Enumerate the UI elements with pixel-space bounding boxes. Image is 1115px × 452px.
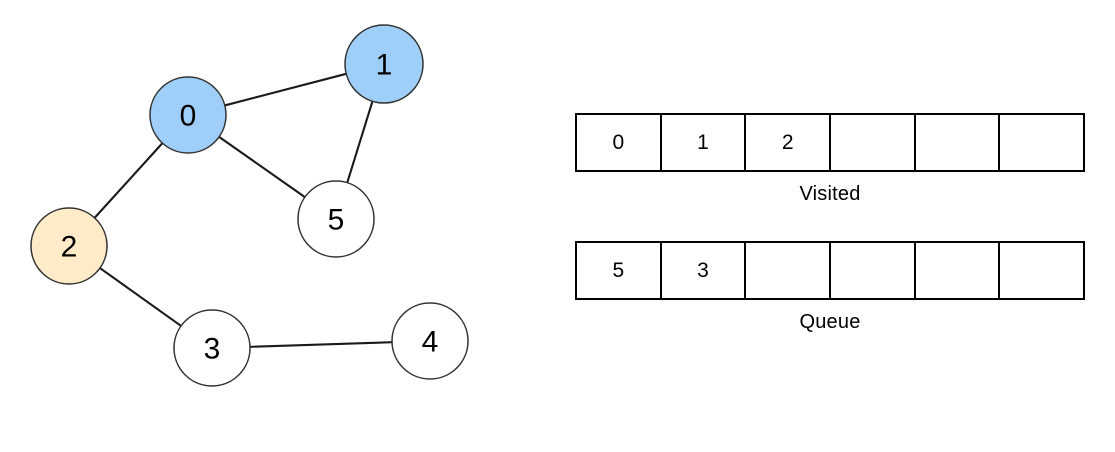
graph-edge-0-5 xyxy=(218,135,306,199)
visited-cell-5[interactable] xyxy=(1000,115,1084,170)
visited-cell-3[interactable] xyxy=(831,115,916,170)
graph-node-label-4: 4 xyxy=(422,326,439,359)
graph-node-label-3: 3 xyxy=(204,333,221,366)
graph-node-label-1: 1 xyxy=(376,49,393,82)
visited-cell-4[interactable] xyxy=(915,115,1001,170)
graph-node-5[interactable]: 5 xyxy=(297,180,375,258)
graph-node-label-5: 5 xyxy=(328,204,345,237)
queue-cell-3[interactable] xyxy=(831,243,916,298)
graph-node-3[interactable]: 3 xyxy=(173,309,251,387)
graph-edge-3-4 xyxy=(248,341,394,348)
graph-edge-2-3 xyxy=(98,267,183,327)
queue-cell-2[interactable] xyxy=(746,243,832,298)
queue-array-caption: Queue xyxy=(799,311,861,333)
queue-cell-1[interactable]: 3 xyxy=(661,243,747,298)
graph-node-2[interactable]: 2 xyxy=(30,207,108,285)
graph-nodes: 0 1 2 3 4 5 xyxy=(30,24,469,387)
graph-node-circle-4[interactable] xyxy=(391,302,469,380)
queue-cell-5[interactable] xyxy=(1000,243,1084,298)
graph-node-circle-3[interactable] xyxy=(173,309,251,387)
graph-edges xyxy=(93,72,394,348)
queue-cell-0[interactable]: 5 xyxy=(577,243,662,298)
graph-node-circle-1[interactable] xyxy=(344,24,424,104)
visited-cell-2[interactable]: 2 xyxy=(746,115,832,170)
graph-node-label-0: 0 xyxy=(180,100,197,133)
graph-node-4[interactable]: 4 xyxy=(391,302,469,380)
visited-array-caption: Visited xyxy=(799,183,861,205)
visited-cell-1[interactable]: 1 xyxy=(661,115,747,170)
graph-node-1[interactable]: 1 xyxy=(344,24,424,104)
graph-edge-1-5 xyxy=(346,100,374,184)
graph-node-circle-2[interactable] xyxy=(30,207,108,285)
graph-canvas: 0 1 2 3 4 5 xyxy=(30,24,469,387)
graph-node-label-2: 2 xyxy=(61,231,78,264)
graph-node-circle-5[interactable] xyxy=(297,180,375,258)
graph-panel: 0 1 2 3 4 5 xyxy=(30,24,469,387)
graph-node-circle-0[interactable] xyxy=(149,76,227,154)
queue-cell-4[interactable] xyxy=(915,243,1001,298)
graph-node-0[interactable]: 0 xyxy=(149,76,227,154)
graph-edge-0-1 xyxy=(223,72,348,107)
visited-cell-0[interactable]: 0 xyxy=(577,115,662,170)
graph-edge-0-2 xyxy=(93,142,164,219)
